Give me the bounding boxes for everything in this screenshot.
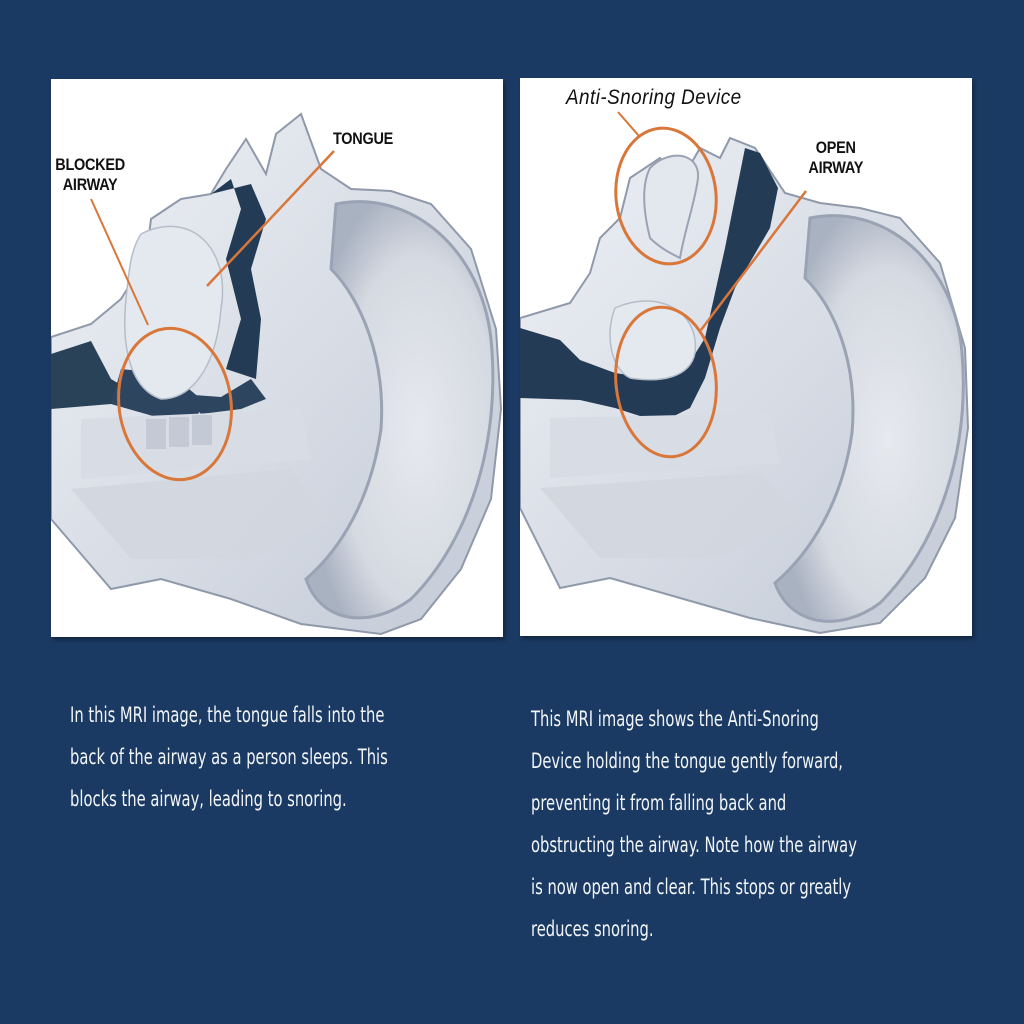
caption-blocked-airway: In this MRI image, the tongue falls into… (70, 694, 388, 820)
caption-open-airway: This MRI image shows the Anti-Snoring De… (531, 698, 857, 950)
caption-line: back of the airway as a person sleeps. T… (70, 745, 388, 769)
mri-illustration-open (520, 111, 970, 635)
open-airway-label: OPEN AIRWAY (808, 138, 864, 177)
caption-line: This MRI image shows the Anti-Snoring (531, 707, 819, 731)
anti-snoring-device-shape (643, 154, 700, 260)
blocked-airway-label: BLOCKED AIRWAY (55, 155, 125, 194)
open-airway-callout-line (700, 190, 807, 331)
caption-line: In this MRI image, the tongue falls into… (70, 703, 385, 727)
mri-illustration-blocked (51, 112, 503, 636)
blocked-airway-highlight-circle (117, 326, 233, 482)
tongue-callout-line (206, 150, 335, 287)
caption-line: is now open and clear. This stops or gre… (531, 875, 852, 899)
caption-line: blocks the airway, leading to snoring. (70, 787, 347, 811)
open-airway-highlight-circle (614, 305, 718, 459)
caption-line: reduces snoring. (531, 917, 654, 941)
caption-line: Device holding the tongue gently forward… (531, 749, 843, 773)
mri-panel-blocked-airway: BLOCKED AIRWAY TONGUE (51, 79, 503, 637)
mri-panel-open-airway: Anti-Snoring Device OPEN AIRWAY (520, 78, 972, 636)
device-callout-line (617, 111, 640, 137)
caption-line: obstructing the airway. Note how the air… (531, 833, 857, 857)
blocked-airway-callout-line (90, 198, 149, 326)
caption-line: preventing it from falling back and (531, 791, 787, 815)
anti-snoring-device-label: Anti-Snoring Device (566, 86, 742, 109)
device-highlight-circle (614, 126, 718, 266)
tongue-label: TONGUE (333, 129, 394, 148)
